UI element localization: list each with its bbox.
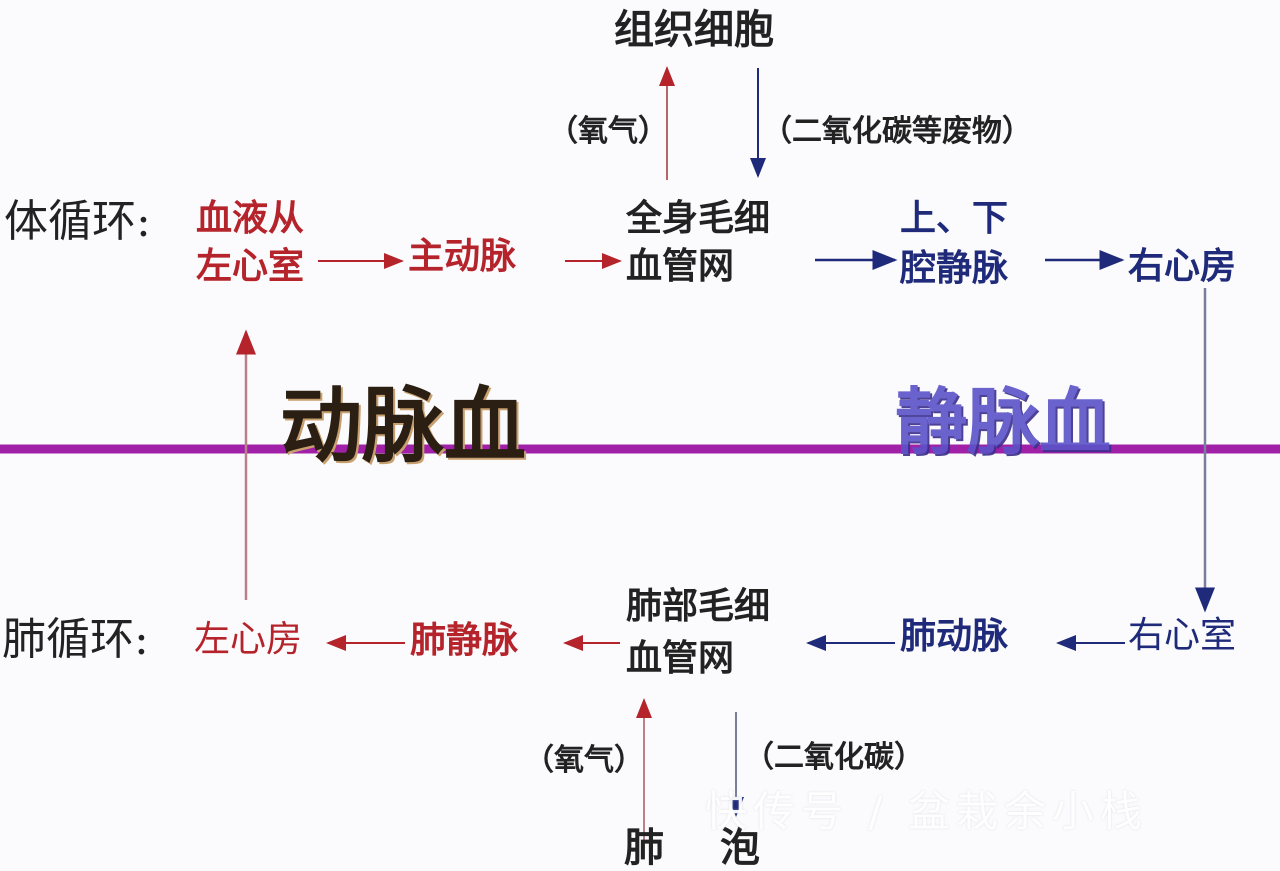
oxygen-label-bottom: （氧气） — [524, 743, 644, 778]
connector-arrows — [0, 66, 1280, 843]
systemic-node-left-ventricle-line2: 左心室 — [196, 245, 305, 287]
oxygen-label-top: （氧气） — [548, 114, 668, 149]
systemic-node-aorta: 主动脉 — [408, 235, 517, 277]
pulmonary-node-left-atrium: 左心房 — [194, 619, 303, 660]
tissue-cells-label: 组织细胞 — [614, 6, 774, 53]
systemic-node-left-ventricle-line1: 血液从 — [196, 197, 305, 239]
systemic-node-vena-cava-line1: 上、下 — [900, 197, 1009, 239]
pulmonary-circulation-title: 肺循环: — [2, 614, 149, 665]
venous-blood-label: 静脉血 — [895, 379, 1112, 464]
systemic-circulation-title: 体循环: — [4, 196, 151, 247]
pulmonary-node-capillaries-line1: 肺部毛细 — [626, 585, 771, 627]
pulmonary-node-pulmonary-artery: 肺动脉 — [900, 615, 1009, 657]
pulmonary-node-capillaries-line2: 血管网 — [626, 637, 735, 679]
co2-label-bottom: （二氧化碳） — [744, 740, 924, 775]
pulmonary-node-pulmonary-vein: 肺静脉 — [410, 619, 519, 661]
watermark: 快传号 / 盆栽余小栈 — [705, 787, 1148, 836]
systemic-node-capillaries-line2: 血管网 — [626, 245, 735, 287]
pulmonary-node-right-ventricle: 右心室 — [1128, 615, 1237, 656]
systemic-node-right-atrium: 右心房 — [1128, 245, 1237, 287]
arterial-blood-label: 动脉血 — [280, 378, 527, 474]
co2-waste-label: （二氧化碳等废物） — [762, 114, 1032, 149]
systemic-node-capillaries-line1: 全身毛细 — [626, 197, 771, 239]
systemic-node-vena-cava-line2: 腔静脉 — [900, 247, 1009, 289]
